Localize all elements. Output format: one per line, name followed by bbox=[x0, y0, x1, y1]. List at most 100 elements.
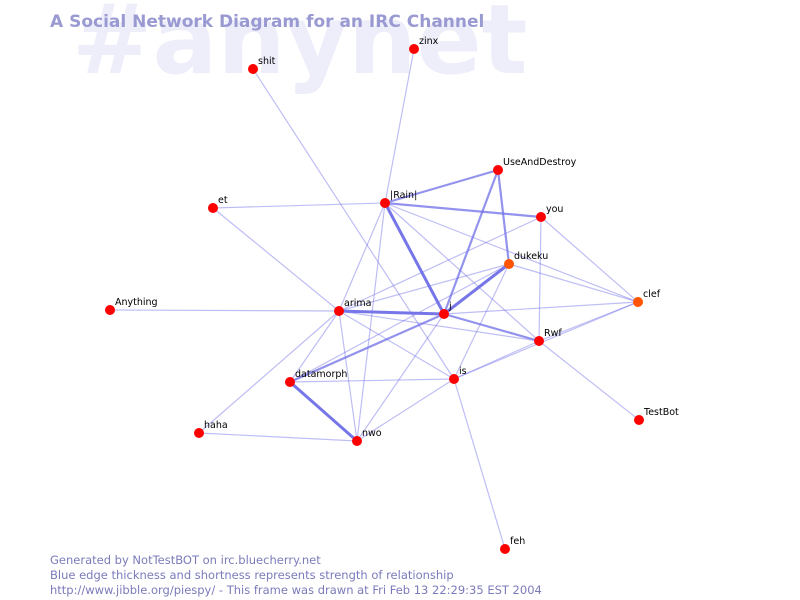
node-haha: haha bbox=[194, 420, 228, 438]
node-nwo: nwo bbox=[352, 428, 382, 446]
edge-Anything-arima bbox=[109, 309, 340, 312]
node-marker bbox=[449, 374, 459, 384]
edge-Rwf-is bbox=[453, 340, 540, 380]
node-UseAndDestroy: UseAndDestroy bbox=[493, 157, 577, 175]
node-dukeku: dukeku bbox=[504, 251, 548, 269]
node-feh: feh bbox=[500, 536, 525, 554]
node-marker bbox=[248, 64, 258, 74]
node-is: is bbox=[449, 366, 467, 384]
edge-Rwf-clef bbox=[538, 301, 639, 342]
edge-arima-Rwf bbox=[338, 310, 540, 342]
node-Rwf: Rwf bbox=[534, 328, 562, 346]
node-label: datamorph bbox=[295, 369, 347, 380]
node-label: clef bbox=[643, 289, 661, 300]
edge-arima-nwo bbox=[338, 310, 358, 442]
edge-j-dukeku bbox=[442, 262, 511, 316]
edge-dukeku-is bbox=[453, 263, 510, 380]
node-label: j bbox=[448, 301, 452, 312]
edge-arima-haha bbox=[198, 310, 340, 434]
node-marker bbox=[105, 305, 115, 315]
footer-timestamp: http://www.jibble.org/piespy/ - This fra… bbox=[50, 583, 542, 597]
edge-arima-datamorph bbox=[289, 310, 340, 383]
edge-shit-is bbox=[252, 68, 455, 380]
node-marker bbox=[352, 436, 362, 446]
edge-you-clef bbox=[540, 216, 639, 303]
node-label: Anything bbox=[115, 297, 158, 308]
edge-UseAndDestroy-Rain bbox=[383, 168, 500, 205]
footer-legend-note: Blue edge thickness and shortness repres… bbox=[50, 568, 454, 582]
edge-dukeku-datamorph bbox=[289, 263, 510, 383]
node-marker bbox=[380, 198, 390, 208]
node-datamorph: datamorph bbox=[285, 369, 347, 387]
edge-Rain-you bbox=[383, 201, 543, 219]
node-label: |Rain| bbox=[390, 190, 417, 201]
node-j: j bbox=[439, 301, 452, 319]
node-Anything: Anything bbox=[105, 297, 158, 315]
edge-Rain-arima bbox=[338, 202, 386, 312]
node-marker bbox=[194, 428, 204, 438]
node-zinx: zinx bbox=[409, 36, 439, 54]
edge-j-Rwf bbox=[442, 312, 541, 343]
node-label: nwo bbox=[362, 428, 382, 439]
edge-you-Rwf bbox=[538, 216, 542, 342]
node-label: zinx bbox=[419, 36, 439, 47]
edge-is-datamorph bbox=[289, 378, 455, 383]
edge-j-clef bbox=[443, 301, 639, 315]
node-clef: clef bbox=[633, 289, 661, 307]
node-label: you bbox=[546, 204, 563, 215]
node-label: TestBot bbox=[643, 407, 679, 418]
edge-arima-is bbox=[338, 310, 455, 380]
edge-arima-j bbox=[337, 309, 446, 316]
node-marker bbox=[634, 415, 644, 425]
edge-Rain-et bbox=[212, 202, 386, 209]
node-arima: arima bbox=[334, 298, 371, 316]
channel-watermark: #anynet bbox=[72, 0, 528, 96]
node-label: feh bbox=[510, 536, 525, 547]
node-Rain: |Rain| bbox=[380, 190, 417, 208]
edge-j-nwo bbox=[356, 313, 445, 442]
node-label: is bbox=[459, 366, 467, 377]
edges-layer bbox=[109, 48, 640, 550]
node-shit: shit bbox=[248, 56, 276, 74]
node-marker bbox=[285, 377, 295, 387]
node-marker bbox=[493, 165, 503, 175]
edge-arima-you bbox=[338, 216, 542, 312]
node-marker bbox=[208, 203, 218, 213]
node-marker bbox=[409, 44, 419, 54]
edge-is-clef bbox=[453, 301, 639, 380]
node-marker bbox=[334, 306, 344, 316]
edge-is-nwo bbox=[356, 378, 455, 442]
node-TestBot: TestBot bbox=[634, 407, 679, 425]
node-marker bbox=[439, 309, 449, 319]
node-label: Rwf bbox=[544, 328, 562, 339]
edge-UseAndDestroy-dukeku bbox=[496, 168, 511, 266]
footer-generated-by: Generated by NotTestBOT on irc.bluecherr… bbox=[50, 553, 321, 567]
edge-UseAndDestroy-j bbox=[442, 168, 500, 316]
node-label: haha bbox=[204, 420, 228, 431]
node-label: dukeku bbox=[514, 251, 548, 262]
page-title: A Social Network Diagram for an IRC Chan… bbox=[50, 12, 485, 32]
node-marker bbox=[504, 259, 514, 269]
edge-haha-nwo bbox=[198, 432, 358, 442]
node-marker bbox=[500, 544, 510, 554]
edge-Rain-nwo bbox=[356, 202, 386, 442]
edge-Rain-j bbox=[383, 201, 446, 316]
footer: Generated by NotTestBOT on irc.bluecherr… bbox=[50, 553, 542, 598]
node-marker bbox=[534, 336, 544, 346]
edge-dukeku-clef bbox=[508, 263, 639, 303]
node-label: UseAndDestroy bbox=[503, 157, 577, 168]
edge-Rwf-TestBot bbox=[538, 340, 640, 421]
node-you: you bbox=[536, 204, 563, 222]
edge-arima-dukeku bbox=[338, 263, 510, 312]
edge-Rain-clef bbox=[384, 202, 639, 303]
edge-j-datamorph bbox=[288, 312, 446, 384]
node-label: arima bbox=[344, 298, 371, 309]
node-marker bbox=[633, 297, 643, 307]
node-marker bbox=[536, 212, 546, 222]
edge-Rain-Rwf bbox=[384, 202, 540, 342]
node-et: et bbox=[208, 195, 228, 213]
node-label: et bbox=[218, 195, 228, 206]
node-label: shit bbox=[258, 56, 276, 67]
